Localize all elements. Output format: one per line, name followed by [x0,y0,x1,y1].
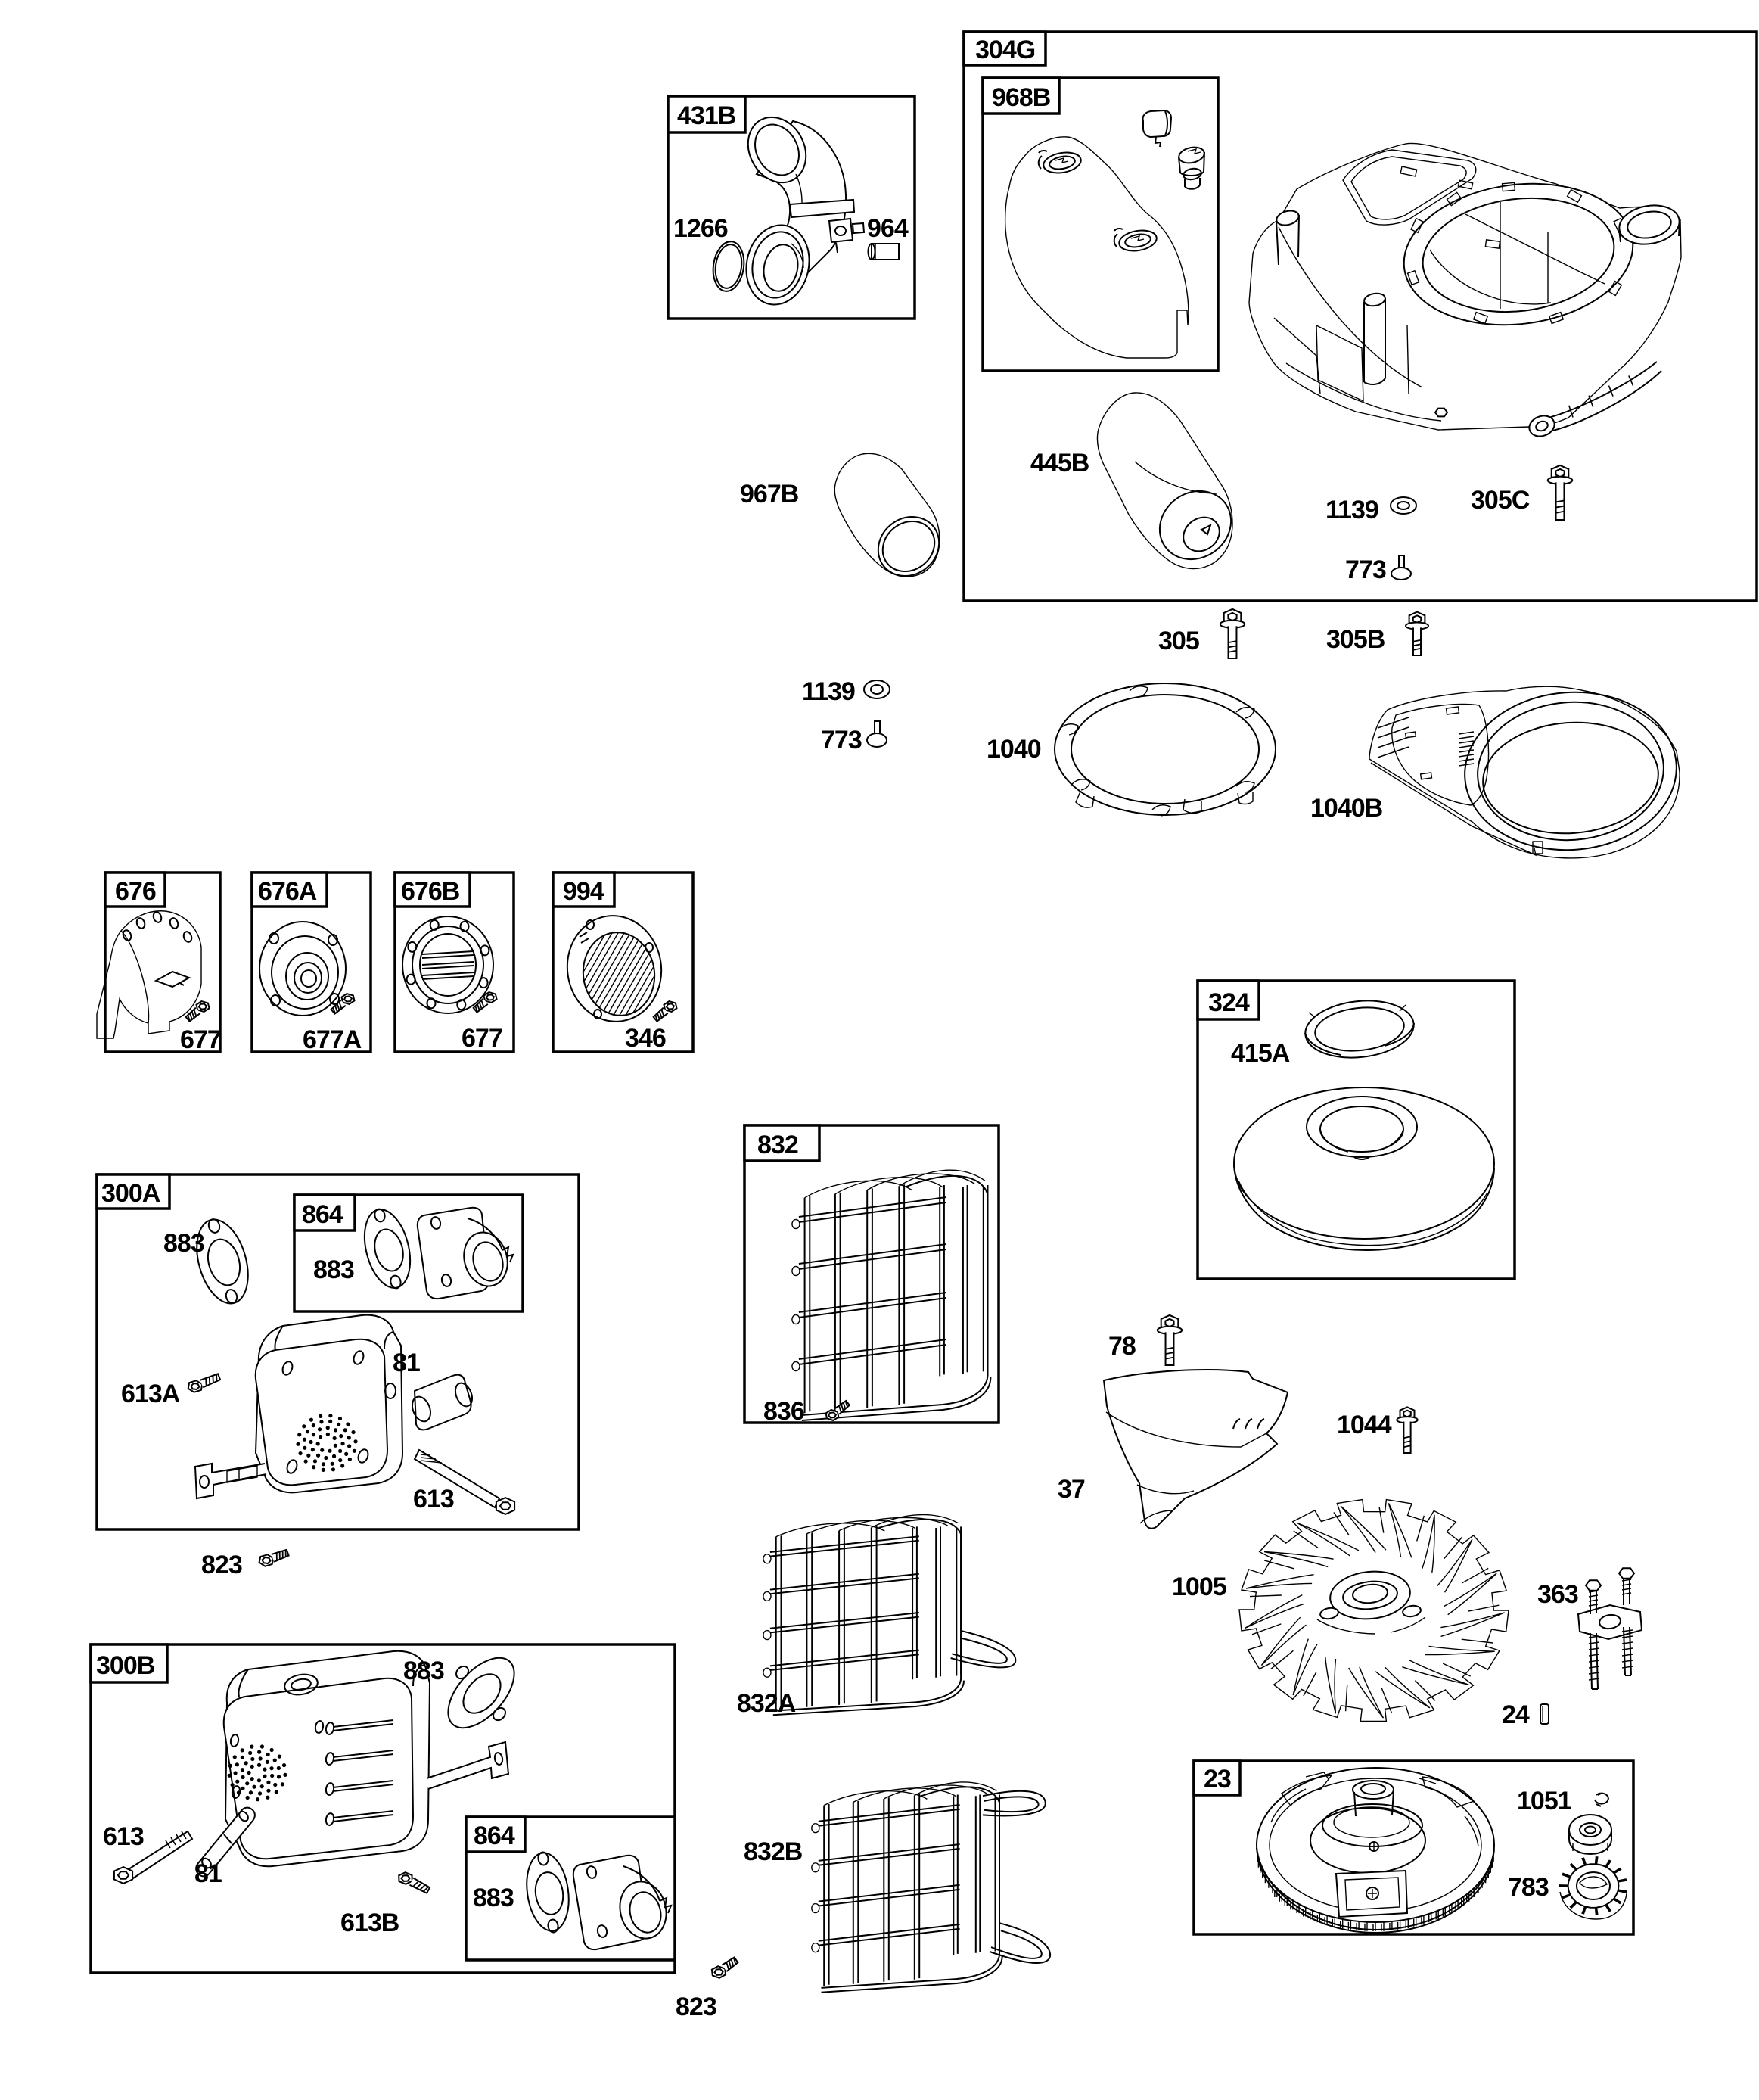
svg-text:1040B: 1040B [1310,794,1383,823]
svg-text:864: 864 [474,1822,515,1850]
svg-text:305: 305 [1158,627,1199,655]
svg-text:677: 677 [180,1025,221,1054]
svg-text:823: 823 [676,1993,716,2021]
svg-text:431B: 431B [677,101,736,130]
svg-text:676: 676 [115,877,156,906]
svg-text:613: 613 [413,1485,454,1514]
svg-text:677A: 677A [303,1025,362,1054]
svg-text:883: 883 [313,1255,354,1284]
svg-text:305C: 305C [1471,486,1530,515]
svg-text:37: 37 [1058,1475,1085,1504]
svg-text:964: 964 [867,214,909,243]
svg-text:81: 81 [393,1349,420,1377]
svg-text:773: 773 [821,726,862,754]
svg-text:676B: 676B [401,877,460,906]
svg-text:613: 613 [103,1822,144,1851]
svg-text:363: 363 [1537,1580,1578,1609]
svg-text:415A: 415A [1231,1039,1290,1068]
svg-text:967B: 967B [740,480,799,509]
svg-text:1051: 1051 [1517,1787,1571,1815]
svg-text:1139: 1139 [802,677,855,706]
svg-text:300A: 300A [101,1179,160,1208]
svg-text:1266: 1266 [673,214,728,243]
svg-text:832: 832 [757,1131,798,1159]
svg-text:613A: 613A [121,1380,180,1408]
svg-text:994: 994 [563,877,604,906]
svg-text:823: 823 [201,1551,242,1579]
svg-text:24: 24 [1502,1700,1530,1729]
svg-text:305B: 305B [1326,625,1385,654]
svg-text:883: 883 [403,1657,444,1685]
svg-text:1139: 1139 [1325,496,1378,524]
svg-text:832A: 832A [737,1689,796,1718]
svg-text:968B: 968B [992,83,1051,112]
svg-text:676A: 676A [258,877,317,906]
svg-text:324: 324 [1208,988,1250,1017]
svg-text:773: 773 [1345,555,1386,584]
svg-text:304G: 304G [975,36,1035,64]
svg-text:836: 836 [763,1397,804,1426]
svg-text:23: 23 [1204,1765,1231,1794]
svg-text:832B: 832B [744,1837,803,1866]
svg-text:1044: 1044 [1337,1411,1392,1439]
svg-text:783: 783 [1508,1873,1549,1902]
svg-text:78: 78 [1108,1332,1136,1361]
svg-text:864: 864 [302,1200,343,1229]
svg-text:613B: 613B [340,1909,399,1937]
svg-text:300B: 300B [96,1651,155,1680]
svg-text:883: 883 [473,1884,514,1912]
svg-text:883: 883 [163,1229,204,1258]
svg-text:81: 81 [194,1859,222,1888]
svg-text:677: 677 [462,1024,502,1053]
svg-text:1005: 1005 [1172,1573,1226,1601]
svg-text:1040: 1040 [987,735,1041,764]
svg-text:346: 346 [625,1024,666,1053]
svg-text:445B: 445B [1030,449,1089,478]
